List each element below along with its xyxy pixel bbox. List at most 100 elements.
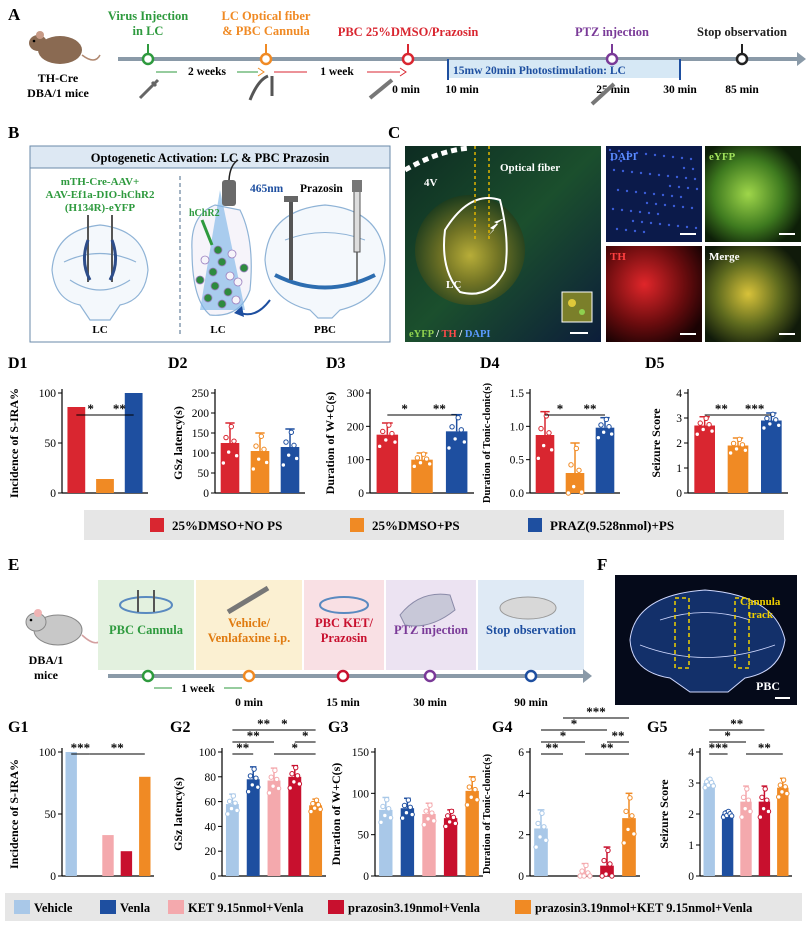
data-point	[762, 786, 768, 792]
data-point	[455, 414, 461, 421]
data-point	[399, 815, 406, 821]
y-tick-label: 0	[676, 488, 682, 500]
data-point	[226, 798, 233, 805]
data-point	[450, 814, 457, 821]
data-point	[258, 433, 265, 439]
data-point	[587, 873, 593, 879]
dapi-dot	[695, 187, 699, 191]
data-point	[782, 784, 788, 790]
data-point	[223, 434, 229, 441]
photostim-box	[448, 60, 680, 78]
y-tick-label: 1	[688, 840, 694, 852]
event-marker-e-0	[141, 669, 155, 683]
cannula-icon	[319, 596, 369, 614]
dapi-dot	[684, 176, 688, 180]
y-tick-label: 0	[203, 488, 209, 500]
step-label-line: Vehicle/	[228, 616, 270, 630]
data-point	[710, 783, 716, 789]
mouse-icon-a	[29, 31, 101, 64]
dapi-dot	[675, 175, 679, 179]
data-point	[733, 446, 740, 452]
dapi-dot	[658, 222, 662, 226]
micrograph-tile-th	[606, 246, 702, 342]
y-axis-label: Incidence of S-IRA%	[7, 759, 21, 869]
interval-arrow-0	[257, 67, 265, 77]
data-point	[268, 774, 274, 780]
interval-bg-0	[177, 64, 237, 78]
data-point	[220, 460, 227, 466]
data-point	[470, 776, 476, 783]
rat-icon-e	[25, 609, 105, 646]
dapi-dot	[662, 154, 666, 158]
ptz-syringe-icon	[590, 82, 616, 106]
data-point	[225, 449, 232, 455]
y-tick-label: 0.0	[510, 488, 525, 500]
data-point	[605, 847, 611, 854]
y-tick-label: 0	[358, 488, 364, 500]
dapi-dot	[667, 223, 671, 227]
dapi-dot	[648, 172, 652, 176]
sig-label: ***	[71, 740, 91, 755]
data-point	[423, 808, 429, 814]
dapi-dot	[625, 189, 629, 193]
dapi-dot	[635, 151, 639, 155]
data-point	[760, 805, 767, 812]
lc-optogenetic-illustration	[191, 159, 252, 316]
y-tick-label: 40	[205, 821, 217, 833]
dapi-dot	[677, 185, 681, 189]
data-point	[417, 459, 424, 466]
y-tick-label: 6	[518, 747, 524, 759]
data-point	[230, 793, 237, 799]
step-box-2	[304, 580, 384, 670]
sig-label: **	[730, 716, 743, 731]
data-point	[541, 824, 547, 830]
y-tick-label: 100	[352, 788, 370, 800]
data-point	[466, 784, 473, 790]
data-point	[384, 797, 390, 803]
data-point	[291, 779, 297, 785]
neuron-dot	[195, 275, 205, 285]
bar	[595, 427, 615, 493]
neuron-dot	[231, 295, 241, 305]
panel-label-g2: G2	[170, 719, 190, 736]
interval-label-0: 2 weeks	[188, 66, 227, 78]
tile-label: DAPI	[610, 151, 637, 163]
y-axis-label: Duration of W+C(s)	[323, 392, 337, 495]
step-box-4	[478, 580, 584, 670]
event-label-line: LC Optical fiber	[222, 9, 311, 23]
y-tick-label: 4	[518, 788, 524, 800]
dapi-dot	[691, 167, 695, 171]
data-point	[538, 425, 544, 432]
y-tick-label: 100	[347, 455, 365, 467]
data-point	[431, 818, 437, 824]
dapi-dot	[619, 159, 623, 163]
data-point	[461, 439, 468, 445]
y-axis-label: Seizure Score	[657, 779, 671, 849]
data-point	[308, 808, 314, 815]
data-point	[759, 794, 765, 801]
data-point	[537, 834, 543, 840]
data-point	[631, 831, 637, 837]
cannula-icon	[119, 596, 173, 614]
data-point	[600, 429, 607, 435]
neuron-dot	[200, 255, 210, 265]
data-point	[779, 789, 785, 795]
data-point	[253, 443, 259, 449]
panel-label-a: A	[8, 5, 21, 24]
sig-label: *	[401, 401, 408, 416]
cannula-icon	[368, 78, 394, 100]
neuron-dot	[227, 249, 237, 259]
y-tick-label: 4	[676, 388, 682, 400]
y-tick-label: 0.5	[510, 455, 525, 467]
sig-label: *	[560, 728, 567, 743]
data-point	[578, 489, 585, 495]
panel-label-e: E	[8, 555, 19, 574]
step-label-line: PBC Cannula	[109, 623, 184, 637]
data-point	[383, 437, 389, 443]
